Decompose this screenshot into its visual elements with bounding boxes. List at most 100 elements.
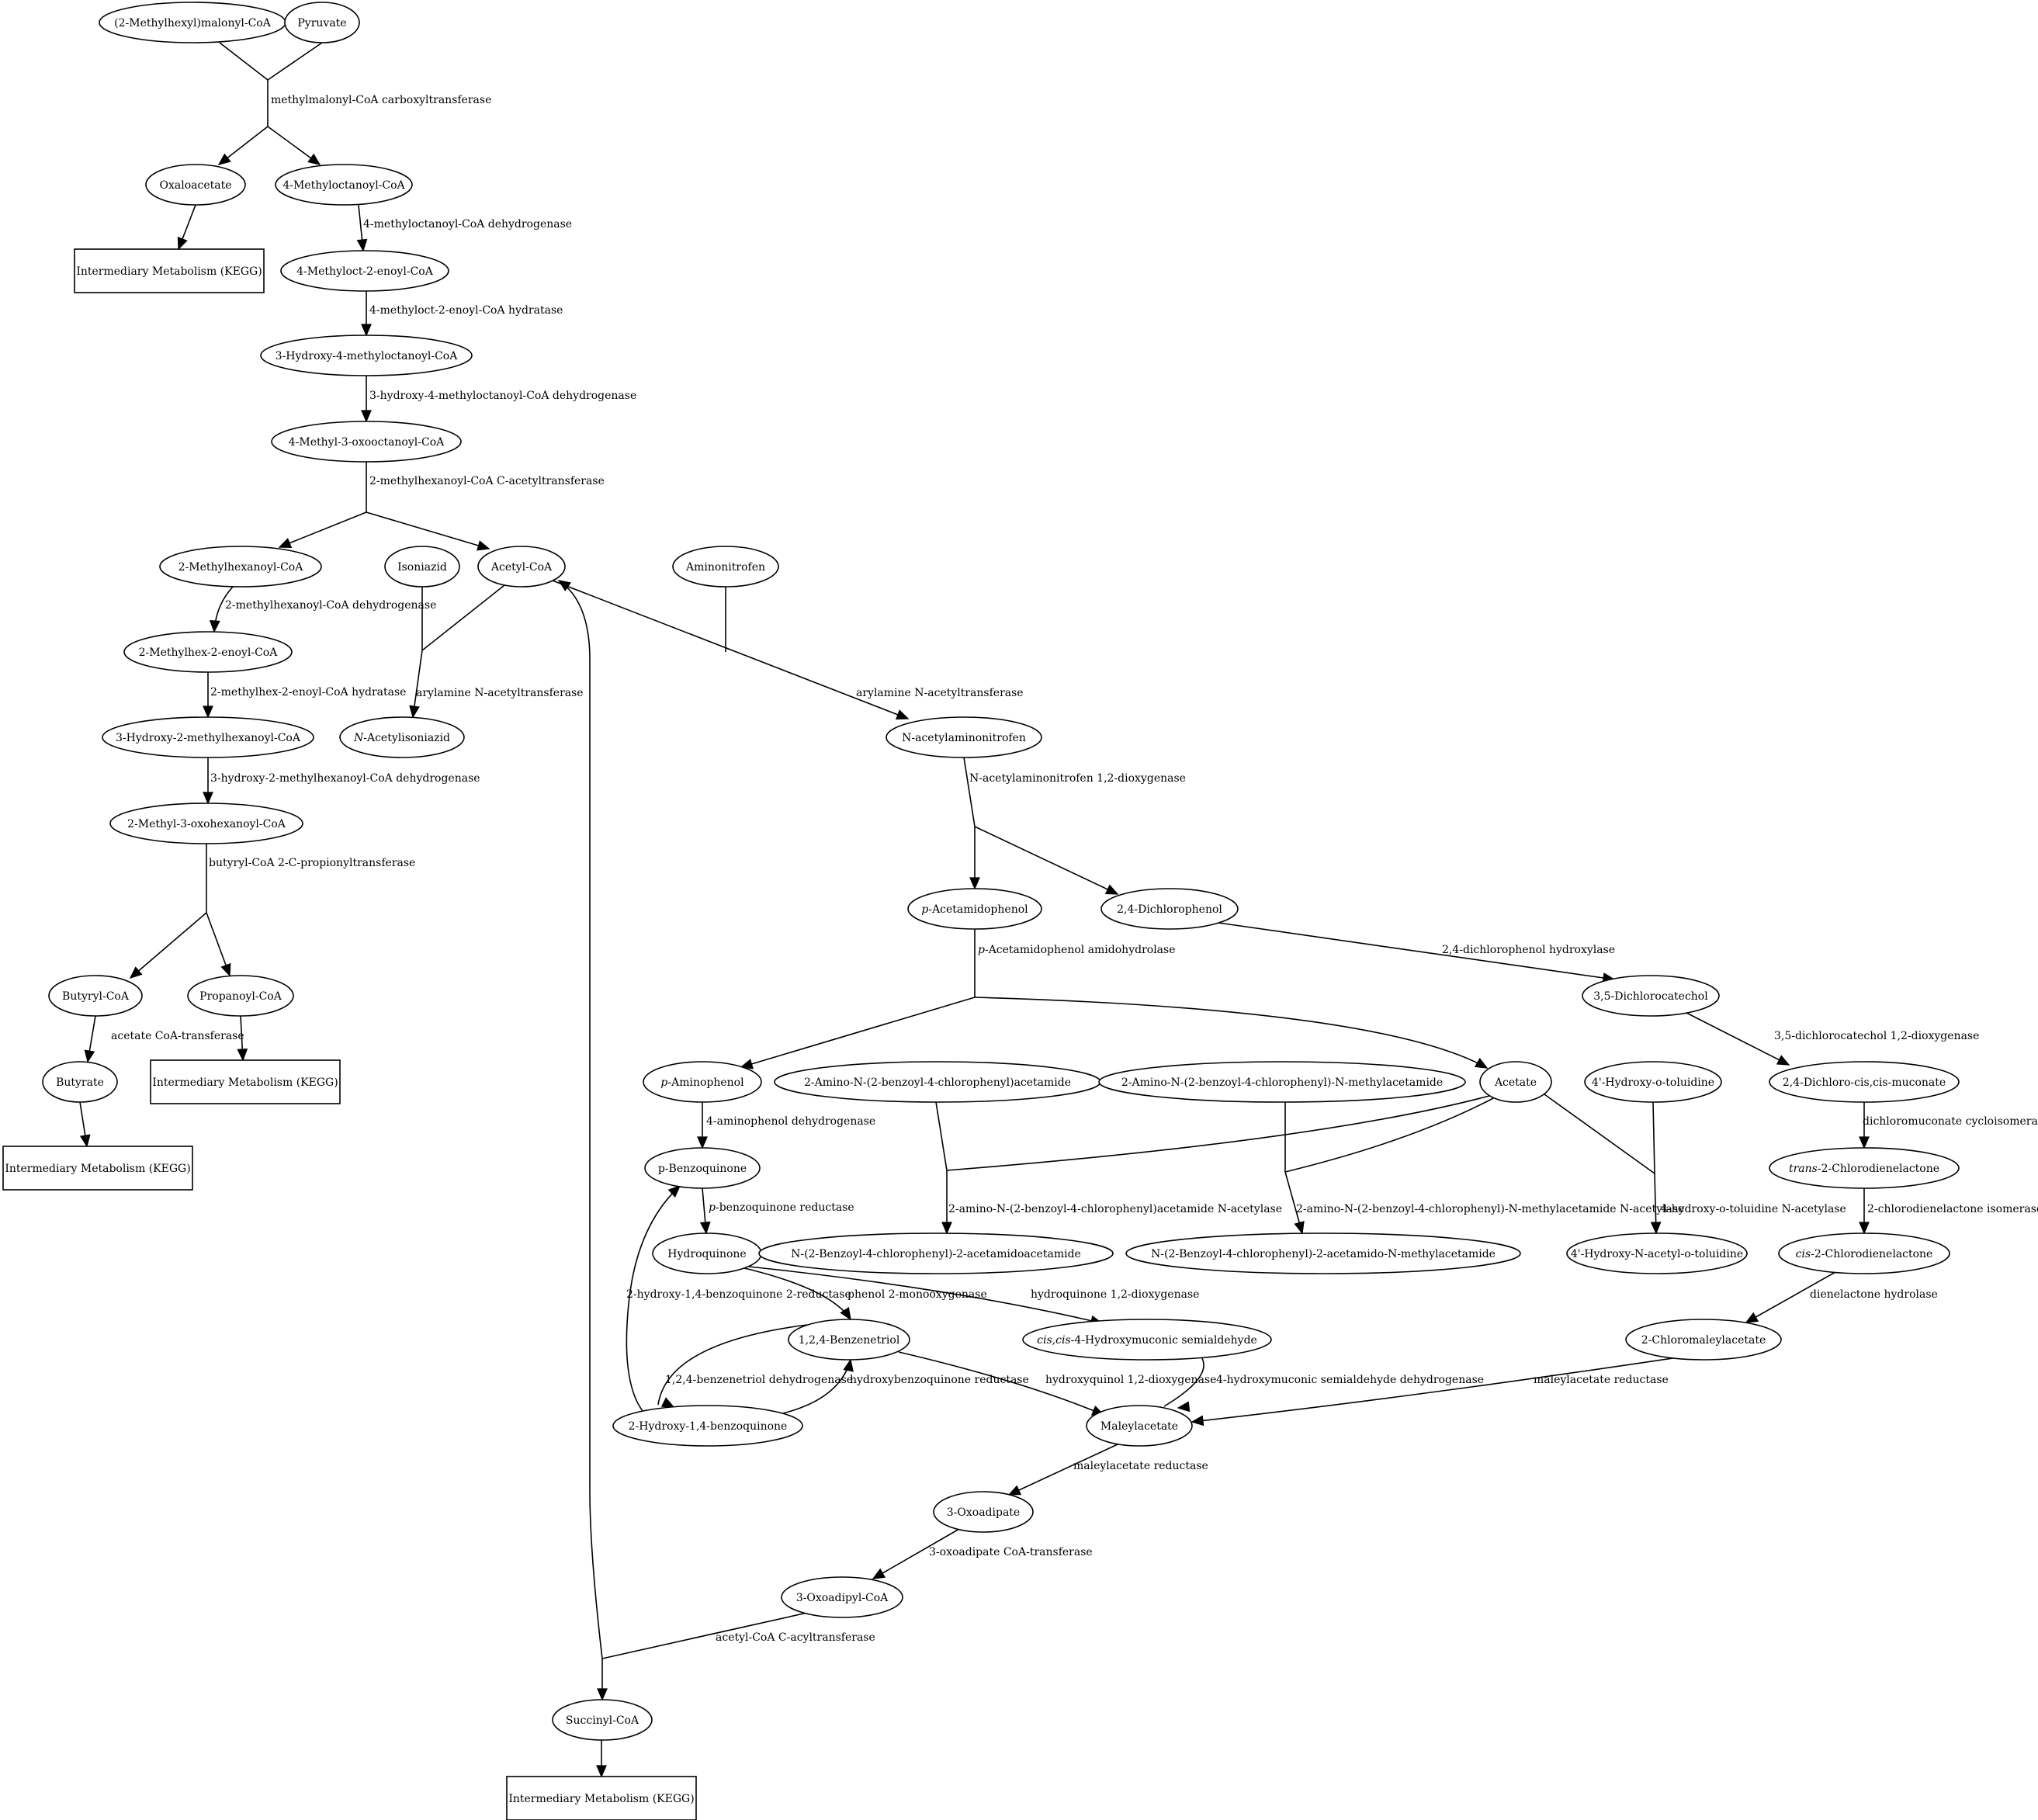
node-3hydroxy4methyloctanoyl[interactable]: 3-Hydroxy-4-methyloctanoyl-CoA <box>260 335 473 376</box>
arrowhead <box>307 153 321 165</box>
node-label: 2-Amino-N-(2-benzoyl-4-chlorophenyl)-N-m… <box>1121 1076 1443 1089</box>
node-2methyl3oxohexanoyl[interactable]: 2-Methyl-3-oxohexanoyl-CoA <box>109 803 303 844</box>
arrowhead <box>177 236 188 251</box>
node-acetylcoa[interactable]: Acetyl-CoA <box>477 546 566 588</box>
node-hydroquinone[interactable]: Hydroquinone <box>652 1232 762 1274</box>
arrowhead <box>660 1397 675 1408</box>
node-label: 2-Methyl-3-oxohexanoyl-CoA <box>127 818 286 830</box>
node-2amino-methylacetamide[interactable]: 2-Amino-N-(2-benzoyl-4-chlorophenyl)-N-m… <box>1098 1061 1466 1103</box>
nodes-layer: (2-Methylhexyl)malonyl-CoA PyruvateOxaloa… <box>2 2 1960 1820</box>
arrowhead <box>409 705 420 719</box>
node-nacetylisoniazid[interactable]: N-Acetylisoniazid <box>339 716 465 758</box>
edge-line <box>872 1528 960 1579</box>
node-kegg4[interactable]: Intermediary Metabolism (KEGG) <box>506 1776 697 1820</box>
edges-layer <box>79 42 1870 1778</box>
arrowhead <box>361 410 372 423</box>
node-label: Intermediary Metabolism (KEGG) <box>152 1076 338 1089</box>
node-cis4hydroxymuconic[interactable]: cis,cis-4-Hydroxymuconic semialdehyde <box>1022 1319 1272 1361</box>
node-methylhexylmalonyl[interactable]: (2-Methylhexyl)malonyl-CoA <box>99 2 286 43</box>
edge-label-24dichlorophenol-hydrox: 2,4-dichlorophenol hydroxylase <box>1442 944 1615 956</box>
node-aminonitrofen[interactable]: Aminonitrofen <box>672 546 779 588</box>
node-oxaloacetate[interactable]: Oxaloacetate <box>145 164 246 206</box>
node-pyruvate[interactable]: Pyruvate <box>284 2 360 43</box>
node-2methylhexanoyl[interactable]: 2-Methylhexanoyl-CoA <box>159 546 322 588</box>
edge-label-acetylcoa-acyl: acetyl-CoA C-acyltransferase <box>716 1631 875 1644</box>
node-cischlorodienelactone[interactable]: cis-2-Chlorodienelactone <box>1778 1232 1950 1274</box>
edge-label-4hydroxymuconic-dh: 4-hydroxymuconic semialdehyde dehydrogen… <box>1216 1374 1484 1386</box>
node-label: Acetate <box>1494 1076 1537 1089</box>
node-shape <box>1769 1147 1960 1189</box>
node-124benzenetriol[interactable]: 1,2,4-Benzenetriol <box>788 1319 910 1361</box>
edge-label-pbenzoquinone-red: p-benzoquinone reductase <box>709 1201 854 1214</box>
node-4methyl3oxooctanoyl[interactable]: 4-Methyl-3-oxooctanoyl-CoA <box>271 421 462 463</box>
node-label: cis,cis-4-Hydroxymuconic semialdehyde <box>1037 1334 1257 1347</box>
node-shape <box>280 250 449 292</box>
arrowhead <box>895 709 910 720</box>
node-label: 3-Hydroxy-2-methylhexanoyl-CoA <box>116 732 301 744</box>
node-succinylcoa[interactable]: Succinyl-CoA <box>552 1699 653 1741</box>
node-shape <box>1625 1319 1782 1361</box>
node-nbenzoyl-acetamidomethyl[interactable]: N-(2-Benzoyl-4-chlorophenyl)-2-acetamido… <box>1125 1232 1521 1274</box>
node-shape <box>758 1232 1114 1274</box>
node-kegg1[interactable]: Intermediary Metabolism (KEGG) <box>74 248 265 293</box>
node-acetate[interactable]: Acetate <box>1479 1061 1552 1103</box>
edge-line <box>219 42 269 81</box>
edge-line <box>421 584 505 651</box>
node-4methyloctanoyl[interactable]: 4-Methyloctanoyl-CoA <box>275 164 413 206</box>
edge-label-arylamine2: arylamine N-acetyltransferase <box>856 687 1024 699</box>
node-2amino-acetamide[interactable]: 2-Amino-N-(2-benzoyl-4-chlorophenyl)acet… <box>774 1061 1101 1103</box>
edge-line <box>1686 1012 1790 1066</box>
node-24dichlorophenol[interactable]: 2,4-Dichlorophenol <box>1100 888 1239 930</box>
node-label: trans-2-Chlorodienelactone <box>1789 1163 1939 1175</box>
node-shape <box>271 421 462 463</box>
node-label: N-acetylaminonitrofen <box>902 732 1026 744</box>
node-35dichlorocatechol[interactable]: 3,5-Dichlorocatechol <box>1582 975 1720 1017</box>
node-24dichloromuconate[interactable]: 2,4-Dichloro-cis,cis-muconate <box>1769 1061 1960 1103</box>
node-shape <box>159 546 322 588</box>
node-shape <box>781 1576 903 1618</box>
edge-line <box>626 1185 681 1412</box>
node-isoniazid[interactable]: Isoniazid <box>384 546 460 588</box>
node-label: 2-Hydroxy-1,4-benzoquinone <box>629 1420 788 1433</box>
node-3oxoadipate[interactable]: 3-Oxoadipate <box>933 1491 1034 1533</box>
node-shape <box>284 2 360 43</box>
node-label: Hydroquinone <box>667 1248 746 1260</box>
edge-label-3hydroxy4methyl-dh: 3-hydroxy-4-methyloctanoyl-CoA dehydroge… <box>369 390 636 402</box>
node-3oxoadipylcoa[interactable]: 3-Oxoadipyl-CoA <box>781 1576 903 1618</box>
arrowhead <box>1859 1222 1870 1235</box>
node-label: Intermediary Metabolism (KEGG) <box>76 265 262 278</box>
node-kegg3[interactable]: Intermediary Metabolism (KEGG) <box>2 1146 193 1191</box>
node-shape <box>1086 1405 1193 1447</box>
node-nacetylaminonitrofen[interactable]: N-acetylaminonitrofen <box>886 716 1042 758</box>
edge-label-3hydroxy2methyl-dh: 3-hydroxy-2-methylhexanoyl-CoA dehydroge… <box>210 772 480 785</box>
node-paminophenol[interactable]: p-Aminophenol <box>643 1061 762 1103</box>
node-label: Aminonitrofen <box>685 561 765 574</box>
node-pbenzoquinone[interactable]: p-Benzoquinone <box>644 1147 761 1189</box>
node-2hydroxybenzoquinone[interactable]: 2-Hydroxy-1,4-benzoquinone <box>612 1405 803 1447</box>
node-4hydroxyotoluidine[interactable]: 4'-Hydroxy-o-toluidine <box>1584 1061 1722 1103</box>
node-maleylacetate[interactable]: Maleylacetate <box>1086 1405 1193 1447</box>
node-4methyloct2enoyl[interactable]: 4-Methyloct-2-enoyl-CoA <box>280 250 449 292</box>
node-kegg2[interactable]: Intermediary Metabolism (KEGG) <box>150 1059 341 1104</box>
node-shape <box>644 1147 761 1189</box>
node-shape <box>145 164 246 206</box>
edge-label-maleylacetate-red1: maleylacetate reductase <box>1534 1374 1669 1386</box>
node-2chloromaleylacetate[interactable]: 2-Chloromaleylacetate <box>1625 1319 1782 1361</box>
node-butyrate[interactable]: Butyrate <box>42 1061 118 1103</box>
arrowhead <box>1007 1485 1022 1496</box>
edge-line <box>974 997 1488 1069</box>
node-transchlorodienelactone[interactable]: trans-2-Chlorodienelactone <box>1769 1147 1960 1189</box>
arrowhead <box>79 1134 91 1148</box>
edge-line <box>1284 1097 1496 1173</box>
node-nbenzoyl-acetamidoacetamide[interactable]: N-(2-Benzoyl-4-chlorophenyl)-2-acetamido… <box>758 1232 1114 1274</box>
node-propanoylcoa[interactable]: Propanoyl-CoA <box>187 975 294 1017</box>
edge-line <box>1745 1271 1836 1323</box>
node-label: (2-Methylhexyl)malonyl-CoA <box>114 17 272 29</box>
node-pacetamidophenol[interactable]: p-Acetamidophenol <box>907 888 1042 930</box>
node-3hydroxy2methylhexanoyl[interactable]: 3-Hydroxy-2-methylhexanoyl-CoA <box>102 716 314 758</box>
node-4hydroxynacetyl[interactable]: 4'-Hydroxy-N-acetyl-o-toluidine <box>1566 1232 1748 1274</box>
node-2methylhex2enoyl[interactable]: 2-Methylhex-2-enoyl-CoA <box>123 631 293 673</box>
node-butyrylcoa[interactable]: Butyryl-CoA <box>48 975 143 1017</box>
edge-line <box>1652 1101 1655 1174</box>
arrowhead <box>843 1358 854 1372</box>
